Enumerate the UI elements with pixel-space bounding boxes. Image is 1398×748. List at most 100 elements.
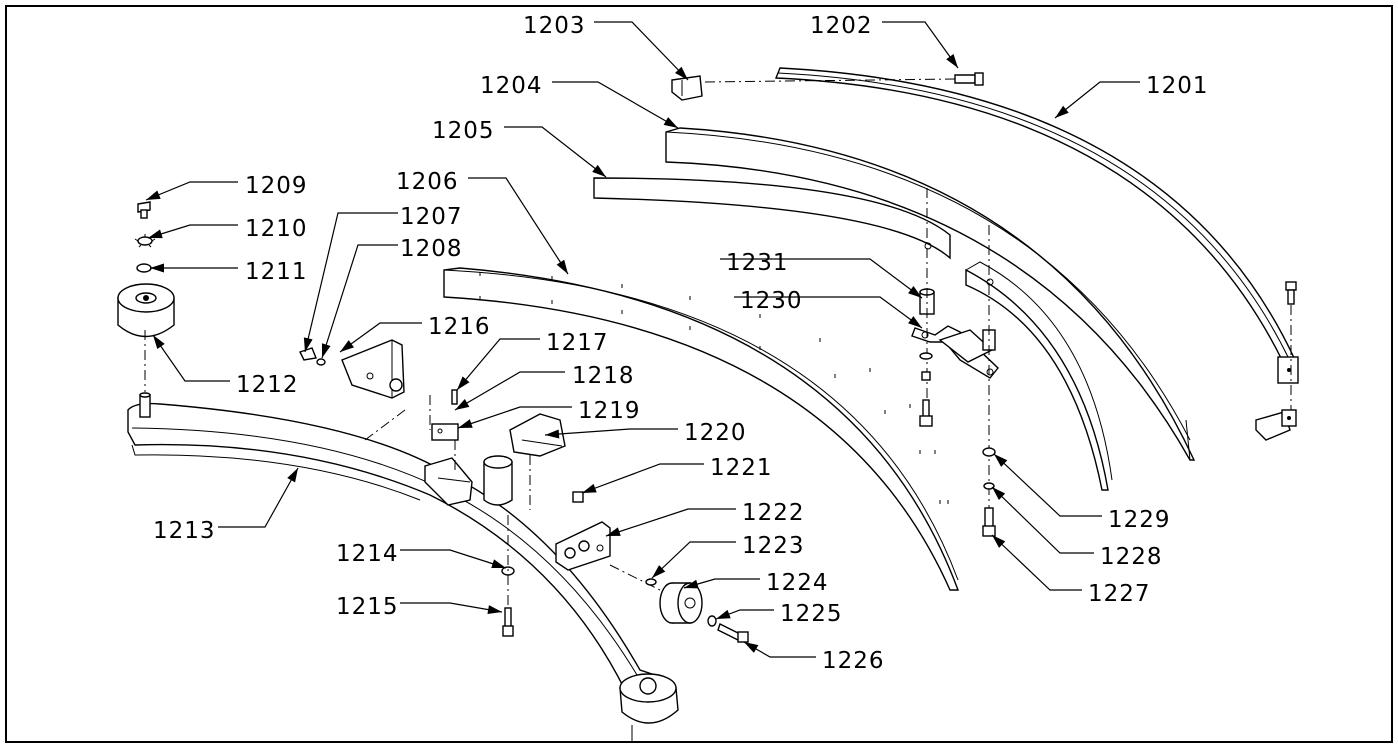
leader-1223 <box>651 541 736 579</box>
leader-1205 <box>504 126 607 178</box>
leader-1201 <box>1054 81 1140 119</box>
bolt-1209 <box>137 201 151 219</box>
leader-1204 <box>552 81 679 129</box>
leader-1212 <box>152 334 230 382</box>
leader-1207 <box>304 212 398 353</box>
arrowhead-1201 <box>1055 105 1069 118</box>
arrowhead-1218 <box>455 399 470 410</box>
label-1207: 1207 <box>400 204 463 230</box>
block-1218 <box>431 423 459 441</box>
center-line-1202 <box>704 78 956 83</box>
cylinder-center <box>483 455 513 506</box>
bracket-1230 <box>911 325 999 379</box>
clip-lower <box>1255 409 1297 441</box>
arrowhead-1204 <box>663 117 678 128</box>
arrowhead-1230 <box>908 316 922 328</box>
roller-1212 <box>117 283 175 338</box>
leader-1218 <box>454 371 565 411</box>
label-1224: 1224 <box>766 570 829 596</box>
leader-1203 <box>594 21 689 81</box>
leader-1209 <box>145 181 238 201</box>
washer-1223 <box>645 578 657 586</box>
plate-1222 <box>555 521 611 571</box>
washer-1208 <box>316 358 326 366</box>
arrowhead-1207 <box>303 337 313 352</box>
label-1203: 1203 <box>523 13 586 39</box>
label-1225: 1225 <box>780 601 843 627</box>
label-1226: 1226 <box>822 648 885 674</box>
label-1202: 1202 <box>810 13 873 39</box>
center-line-1216 <box>364 409 406 441</box>
arrowhead-1208 <box>321 343 331 358</box>
label-1221: 1221 <box>710 455 773 481</box>
label-1213: 1213 <box>153 518 216 544</box>
label-1230: 1230 <box>740 288 803 314</box>
arrowhead-1223 <box>652 565 666 578</box>
clip-1203 <box>671 75 703 101</box>
bolt-1202 <box>954 72 984 86</box>
label-1215: 1215 <box>336 594 399 620</box>
rail-1201 <box>774 67 1299 384</box>
roller-bottom <box>619 673 679 742</box>
label-1210: 1210 <box>245 216 308 242</box>
leader-1227 <box>991 534 1082 591</box>
rail-1204 <box>665 127 1196 461</box>
arrowhead-1202 <box>946 54 958 68</box>
label-1209: 1209 <box>245 173 308 199</box>
leader-1217 <box>456 338 540 391</box>
arrowhead-1216 <box>340 340 354 352</box>
leader-1202 <box>882 21 959 69</box>
hardware-stack-1230 <box>919 352 933 427</box>
bolt-1215 <box>502 607 514 637</box>
label-1229: 1229 <box>1108 507 1171 533</box>
label-1219: 1219 <box>578 398 641 424</box>
arrowhead-1210 <box>148 229 163 239</box>
leader-1231 <box>720 258 923 299</box>
leader-1214 <box>400 549 507 569</box>
washer-1211 <box>136 263 152 273</box>
label-1231: 1231 <box>726 250 789 276</box>
label-1220: 1220 <box>684 420 747 446</box>
leader-1219 <box>457 406 572 429</box>
label-1206: 1206 <box>396 169 459 195</box>
arrowhead-1209 <box>146 190 161 200</box>
center-line-1222 <box>609 564 661 591</box>
leader-1220 <box>544 428 678 436</box>
label-1205: 1205 <box>432 118 495 144</box>
bolt-1227 <box>982 507 996 537</box>
leader-1213 <box>218 467 299 528</box>
label-1223: 1223 <box>742 533 805 559</box>
leader-1222 <box>605 508 736 537</box>
washer-1210 <box>134 234 156 248</box>
leader-1216 <box>339 322 422 353</box>
leader-lines <box>145 21 1140 658</box>
pin-1217 <box>451 389 458 405</box>
washer-1225 <box>707 615 717 627</box>
arrowhead-1229 <box>994 454 1008 467</box>
arrowhead-1205 <box>592 164 606 177</box>
drawing-border <box>5 5 1393 743</box>
arrowhead-1217 <box>457 376 470 390</box>
pin-left <box>139 392 151 418</box>
leader-1206 <box>468 177 569 275</box>
bolt-1226 <box>717 623 749 643</box>
label-1218: 1218 <box>572 363 635 389</box>
label-1214: 1214 <box>336 541 399 567</box>
leader-1215 <box>400 602 503 613</box>
leader-1228 <box>991 486 1094 554</box>
knob-1219 <box>424 457 473 506</box>
arrowhead-1214 <box>491 559 506 568</box>
label-1211: 1211 <box>245 259 308 285</box>
washer-1229 <box>982 447 996 457</box>
arrowhead-1231 <box>908 286 922 298</box>
label-1228: 1228 <box>1100 544 1163 570</box>
arrowhead-1228 <box>992 487 1006 500</box>
arrowhead-1227 <box>992 535 1006 548</box>
arrowhead-1222 <box>606 527 621 536</box>
leader-1229 <box>993 453 1102 517</box>
leader-1230 <box>734 296 923 329</box>
arrowhead-1203 <box>675 66 688 80</box>
leader-1210 <box>147 224 238 239</box>
arrowhead-1206 <box>556 259 568 274</box>
